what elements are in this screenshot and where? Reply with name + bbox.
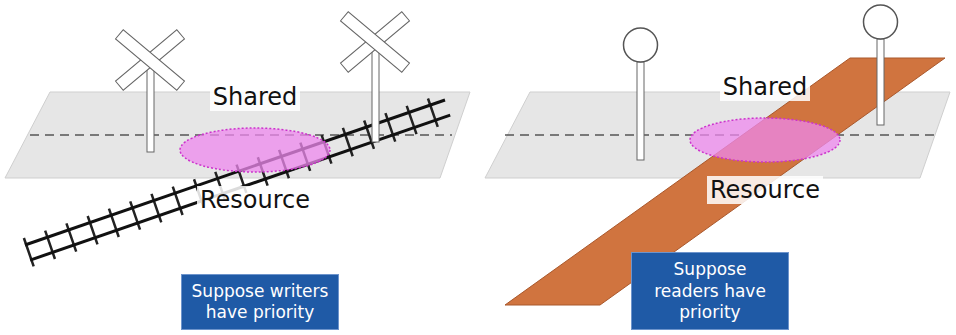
caption-box: Suppose writers have priority — [181, 274, 339, 331]
crossing-sign — [116, 30, 185, 152]
rail — [25, 100, 445, 245]
ellipse-shape — [690, 118, 840, 162]
resource-label: Shared Resource — [197, 83, 313, 214]
crossing-sign — [341, 12, 410, 142]
rail-ties — [28, 108, 448, 253]
stop-sign — [624, 28, 658, 160]
shared-resource-ellipse: Shared Resource — [170, 65, 340, 235]
shared-resource-ellipse: Shared Resource — [680, 55, 850, 225]
resource-label: Shared Resource — [707, 73, 823, 204]
caption-box: Suppose readers have priority — [631, 252, 789, 330]
caption-text: Suppose writers have priority — [190, 281, 330, 324]
caption-text: Suppose readers have priority — [640, 259, 780, 323]
ellipse-shape — [180, 128, 330, 172]
stop-sign — [864, 5, 898, 125]
